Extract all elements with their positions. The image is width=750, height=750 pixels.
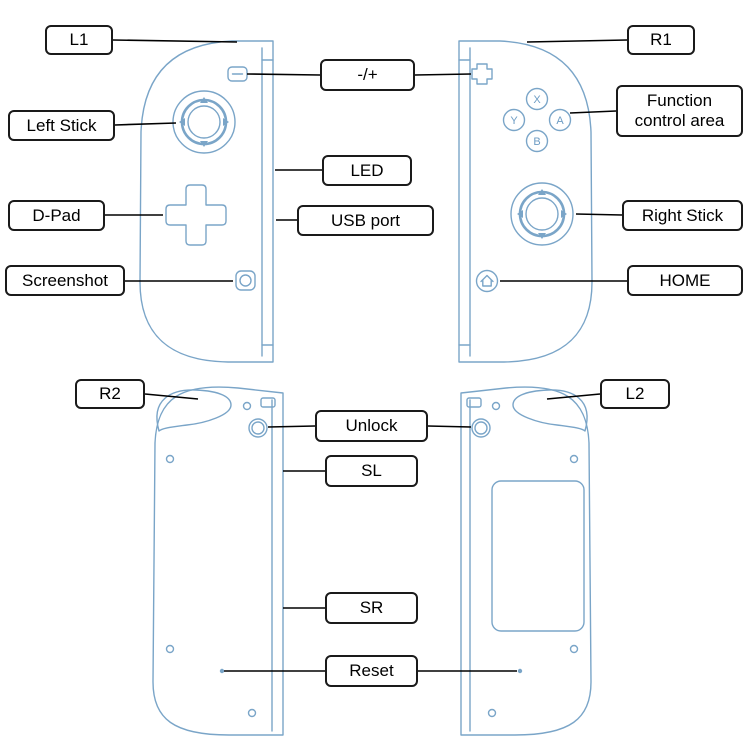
label-home: HOME (627, 265, 743, 296)
unlock-button-left (248, 418, 268, 438)
label-minus-plus: -/+ (320, 59, 415, 91)
unlock-button-right-inner (474, 421, 488, 435)
connector-l1 (112, 39, 238, 43)
right-stick-arrows (517, 189, 567, 239)
screw-right-lower (569, 644, 579, 654)
l2-trigger (512, 389, 588, 432)
home-button (475, 269, 499, 293)
unlock-button-left-inner (251, 421, 265, 435)
left-rear-shell-body (152, 386, 284, 736)
screw-right-upper (569, 454, 579, 464)
right-controller-front (458, 40, 593, 363)
label-dpad: D-Pad (8, 200, 105, 231)
left-stick-outer-ring (172, 90, 236, 154)
rear-panel (491, 480, 585, 632)
label-led: LED (322, 155, 412, 186)
right-lock-slider (466, 397, 482, 408)
connector-unlock-right (427, 425, 472, 428)
reset-hole-left (219, 668, 225, 674)
screw-right-bottom (487, 708, 497, 718)
right-rear-shell (460, 386, 592, 736)
connector-left-stick (114, 122, 177, 126)
label-usb-port: USB port (297, 205, 434, 236)
left-stick-arrows (179, 97, 229, 147)
b-button (525, 129, 549, 153)
y-button-letter: Y (510, 115, 518, 127)
label-unlock: Unlock (315, 410, 428, 442)
x-button-letter: X (533, 94, 541, 106)
label-sr: SR (325, 592, 418, 624)
screw-left-lower (165, 644, 175, 654)
reset-hole-right (517, 668, 523, 674)
label-l2: L2 (600, 379, 670, 409)
label-r1: R1 (627, 25, 695, 55)
connector-lines (105, 39, 628, 672)
connector-right-stick (575, 213, 623, 216)
label-reset: Reset (325, 655, 418, 687)
label-l1: L1 (45, 25, 113, 55)
left-controller-front (139, 40, 274, 363)
right-controller-front-body (458, 40, 593, 363)
label-sl: SL (325, 455, 418, 487)
screenshot-button-dot (239, 274, 252, 287)
label-screenshot: Screenshot (5, 265, 125, 296)
screw-right-top (491, 401, 501, 411)
screw-left-top (242, 401, 252, 411)
b-button-letter: B (533, 136, 540, 148)
connector-function-area (569, 110, 617, 114)
label-left-stick: Left Stick (8, 110, 115, 141)
left-lock-slider (260, 397, 276, 408)
a-button-letter: A (556, 115, 564, 127)
connector-minus (246, 73, 321, 76)
r2-trigger (156, 389, 232, 432)
right-stick-outer-ring (510, 182, 574, 246)
plus-button (471, 63, 493, 85)
unlock-button-right (471, 418, 491, 438)
screenshot-button (235, 270, 256, 291)
screw-left-bottom (247, 708, 257, 718)
left-rear-shell (152, 386, 284, 736)
connector-r1 (526, 39, 628, 43)
connector-unlock-left (267, 425, 316, 428)
x-button (525, 87, 549, 111)
connector-r2 (144, 393, 199, 400)
dpad (165, 184, 227, 246)
left-controller-front-body (139, 40, 274, 363)
label-right-stick: Right Stick (622, 200, 743, 231)
right-rear-shell-body (460, 386, 592, 736)
home-glyph (480, 274, 494, 287)
connector-l2 (546, 393, 601, 400)
screw-left-upper (165, 454, 175, 464)
a-button (548, 108, 572, 132)
left-stick-cap-inner (187, 105, 221, 139)
right-stick-cap-inner (525, 197, 559, 231)
y-button (502, 108, 526, 132)
connector-plus (414, 73, 472, 76)
label-function-area: Function control area (616, 85, 743, 137)
label-r2: R2 (75, 379, 145, 409)
